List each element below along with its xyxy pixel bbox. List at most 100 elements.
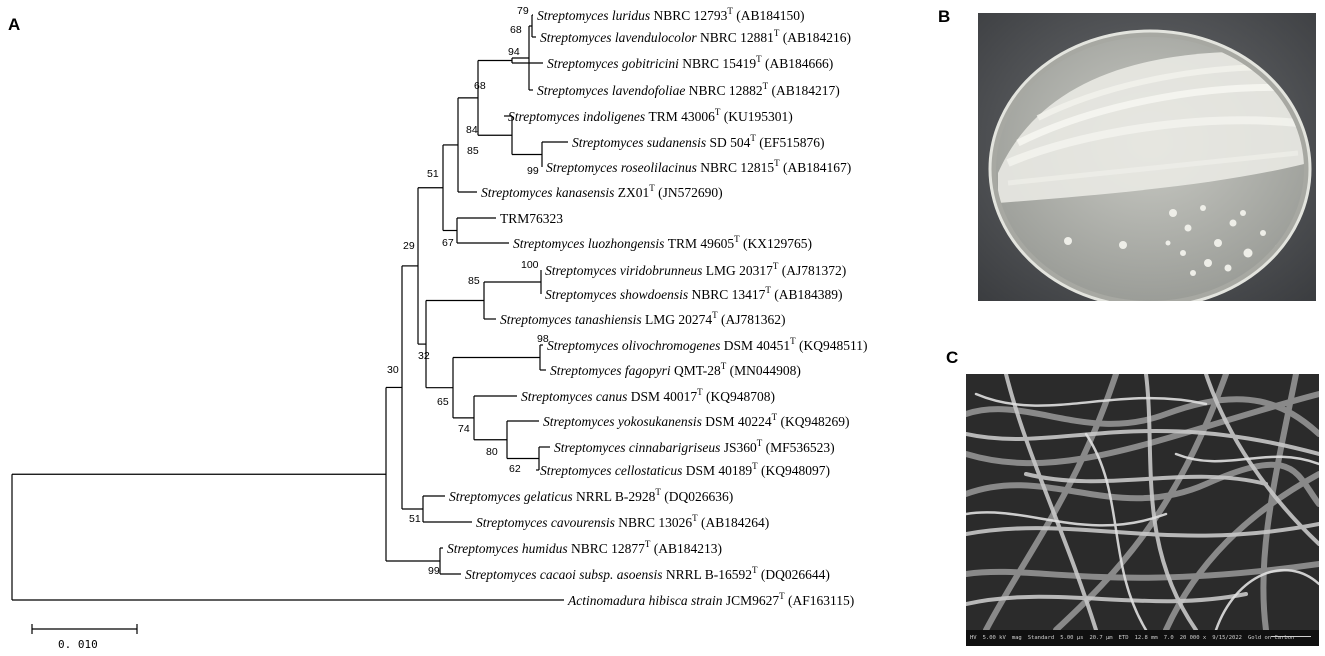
- species-name: Streptomyces kanasensis: [481, 185, 618, 200]
- sem-info-mag-label: mag: [1011, 635, 1022, 641]
- leaf-label: Streptomyces lavendofoliae NBRC 12882T (…: [537, 81, 840, 98]
- bootstrap-value: 74: [458, 423, 470, 435]
- leaf-label: Streptomyces roseolilacinus NBRC 12815T …: [546, 158, 851, 175]
- accession-number: (AF163115): [785, 593, 855, 608]
- sem-info-hfw: 20.7 µm: [1089, 635, 1113, 641]
- accession-number: (AB184167): [780, 160, 852, 175]
- species-name: Streptomyces luridus: [537, 8, 653, 23]
- accession-number: (AB184217): [768, 83, 840, 98]
- bootstrap-value: 85: [467, 145, 479, 157]
- species-name: Streptomyces humidus: [447, 541, 571, 556]
- species-name: Streptomyces gobitricini: [547, 56, 682, 71]
- bootstrap-value: 51: [427, 168, 439, 180]
- sem-micrograph: HV 5.00 kV mag Standard 5.00 µs 20.7 µm …: [966, 374, 1319, 646]
- type-strain-mark: T: [721, 361, 727, 371]
- leaf-label: Streptomyces cellostaticus DSM 40189T (K…: [540, 461, 830, 478]
- bootstrap-value: 68: [474, 80, 486, 92]
- type-strain-mark: T: [790, 336, 796, 346]
- type-strain-mark: T: [750, 133, 756, 143]
- bootstrap-value: 94: [508, 46, 520, 58]
- accession-number: (AJ781362): [718, 312, 786, 327]
- accession-number: (DQ026636): [661, 489, 733, 504]
- strain-id: LMG 20317: [706, 263, 773, 278]
- strain-id: NBRC 12881: [700, 30, 774, 45]
- leaf-label: Streptomyces sudanensis SD 504T (EF51587…: [572, 133, 825, 150]
- bootstrap-value: 65: [437, 396, 449, 408]
- strain-id: DSM 40224: [705, 414, 772, 429]
- species-name: Streptomyces showdoensis: [545, 287, 691, 302]
- leaf-label: Streptomyces viridobrunneus LMG 20317T (…: [545, 261, 846, 278]
- species-name: Streptomyces olivochromogenes: [547, 338, 724, 353]
- accession-number: (MN044908): [726, 363, 801, 378]
- scale-bar: 0. 010: [31, 624, 138, 651]
- accession-number: (KQ948511): [796, 338, 868, 353]
- species-name: Streptomyces cellostaticus: [540, 463, 686, 478]
- leaf-label: Streptomyces cinnabarigriseus JS360T (MF…: [554, 438, 835, 455]
- strain-id: NBRC 12815: [700, 160, 774, 175]
- leaf-label: Streptomyces luozhongensis TRM 49605T (K…: [513, 234, 812, 251]
- leaf-label: Actinomadura hibisca strain JCM9627T (AF…: [567, 591, 854, 608]
- bootstrap-value: 84: [466, 124, 478, 136]
- species-name: Streptomyces tanashiensis: [500, 312, 645, 327]
- accession-number: (AB184666): [762, 56, 834, 71]
- species-name: Streptomyces gelaticus: [449, 489, 576, 504]
- type-strain-mark: T: [763, 81, 769, 91]
- type-strain-mark: T: [765, 285, 771, 295]
- strain-id: TRM76323: [500, 211, 563, 226]
- tree-leaf-labels: Streptomyces luridus NBRC 12793T (AB1841…: [447, 6, 867, 608]
- accession-number: (EF515876): [756, 135, 825, 150]
- accession-number: (AB184216): [779, 30, 851, 45]
- accession-number: (DQ026644): [758, 567, 830, 582]
- bootstrap-value: 32: [418, 350, 430, 362]
- species-name: Streptomyces canus: [521, 389, 631, 404]
- species-name: Streptomyces cacaoi subsp. asoensis: [465, 567, 666, 582]
- sem-info-detector: ETD: [1118, 635, 1129, 641]
- strain-id: NBRC 13417: [691, 287, 765, 302]
- leaf-label: Streptomyces gobitricini NBRC 15419T (AB…: [547, 54, 833, 71]
- type-strain-mark: T: [692, 513, 698, 523]
- bootstrap-value: 99: [527, 165, 539, 177]
- bootstrap-value: 79: [517, 5, 529, 17]
- accession-number: (KQ948269): [777, 414, 849, 429]
- accession-number: (AB184213): [650, 541, 722, 556]
- strain-id: DSM 40189: [686, 463, 753, 478]
- type-strain-mark: T: [649, 183, 655, 193]
- bootstrap-value: 29: [403, 240, 415, 252]
- leaf-label: Streptomyces humidus NBRC 12877T (AB1842…: [447, 539, 722, 556]
- bootstrap-value: 85: [468, 275, 480, 287]
- type-strain-mark: T: [756, 54, 762, 64]
- leaf-label: Streptomyces canus DSM 40017T (KQ948708): [521, 387, 775, 404]
- leaf-label: TRM76323: [500, 211, 563, 226]
- sem-scale-bar: [1271, 636, 1311, 637]
- bootstrap-value: 30: [387, 364, 399, 376]
- strain-id: NBRC 15419: [682, 56, 756, 71]
- type-strain-mark: T: [757, 438, 763, 448]
- species-name: Actinomadura hibisca strain: [567, 593, 726, 608]
- accession-number: (AB184389): [771, 287, 843, 302]
- strain-id: TRM 49605: [668, 236, 735, 251]
- bootstrap-value: 51: [409, 513, 421, 525]
- species-name: Streptomyces yokosukanensis: [543, 414, 705, 429]
- accession-number: (KQ948097): [758, 463, 830, 478]
- type-strain-mark: T: [645, 539, 651, 549]
- panel-label-a: A: [8, 15, 20, 34]
- type-strain-mark: T: [774, 28, 780, 38]
- strain-id: ZX01: [618, 185, 650, 200]
- leaf-label: Streptomyces cavourensis NBRC 13026T (AB…: [476, 513, 769, 530]
- strain-id: NRRL B-16592: [666, 567, 752, 582]
- type-strain-mark: T: [697, 387, 703, 397]
- bootstrap-value: 99: [428, 565, 440, 577]
- type-strain-mark: T: [655, 487, 661, 497]
- bootstrap-value: 67: [442, 237, 454, 249]
- strain-id: JS360: [724, 440, 757, 455]
- strain-id: NRRL B-2928: [576, 489, 656, 504]
- petri-dish-photo: [978, 13, 1316, 301]
- type-strain-mark: T: [712, 310, 718, 320]
- strain-id: DSM 40017: [631, 389, 698, 404]
- strain-id: LMG 20274: [645, 312, 712, 327]
- bootstrap-value: 80: [486, 446, 498, 458]
- leaf-label: Streptomyces lavendulocolor NBRC 12881T …: [540, 28, 851, 45]
- sem-info-dwell: 5.00 µs: [1060, 635, 1084, 641]
- strain-id: TRM 43006: [648, 109, 715, 124]
- accession-number: (AB184264): [698, 515, 770, 530]
